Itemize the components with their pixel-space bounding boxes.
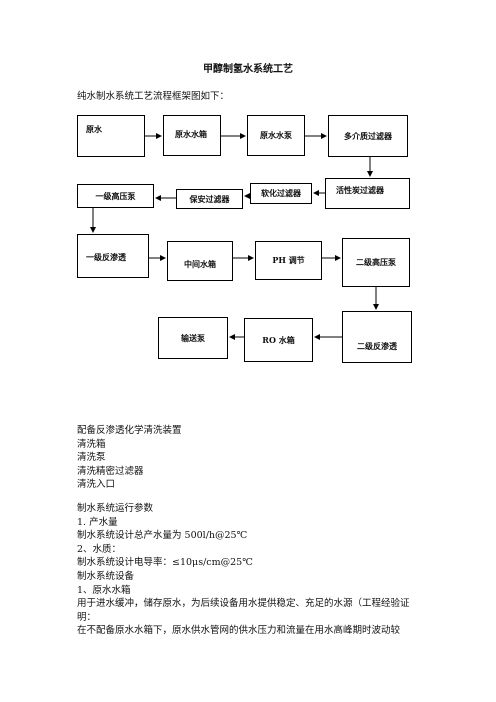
flow-label: PH 调节 [272,255,305,265]
flow-label: 活性炭过滤器 [336,185,384,195]
flow-box-carbon-filter: 活性炭过滤器 [325,178,410,209]
flow-box-multi-filter: 多介质过滤器 [328,115,408,157]
flow-box-ro-tank: RO 水箱 [244,318,313,362]
flow-box-raw-tank: 原水水箱 [163,115,221,156]
flow-box-hp-pump-1: 一级高压泵 [77,184,154,208]
params-line: 制水系统设计总产水量为 500l/h@25℃ [77,530,248,542]
document-title: 甲醇制氢水系统工艺 [203,64,293,75]
flow-label: 保安过滤器 [189,193,230,204]
flow-label: 二级高压泵 [356,257,396,267]
flow-label: 一级反渗透 [86,252,126,262]
params-line: 在不配备原水水箱下，原水供水管网的供水压力和流量在用水高峰期时波动较 [77,625,401,637]
flow-label: 原水水泵 [260,130,292,140]
flow-box-ro-1: 一级反渗透 [77,234,149,278]
flow-label: 软化过滤器 [261,188,301,198]
cleaning-item: 清洗箱 [77,438,106,450]
flow-box-raw-pump: 原水水泵 [247,115,305,156]
intro-text: 纯水制水系统工艺流程框架图如下： [77,91,230,102]
cleaning-item: 清洗泵 [77,452,106,464]
flow-box-transfer-pump: 输送泵 [158,317,228,359]
flow-box-softener: 软化过滤器 [250,183,312,204]
cleaning-item: 清洗精密过滤器 [77,465,144,477]
params-line: 1. 产水量 [77,516,118,528]
cleaning-section: 配备反渗透化学清洗装置 清洗箱 清洗泵 清洗精密过滤器 清洗入口 [77,424,417,492]
params-line: 制水系统设计电导率：≤10μs/cm@25℃ [77,557,253,569]
flow-label: RO 水箱 [262,334,295,345]
params-line: 2、水质： [77,543,122,555]
params-section: 制水系统运行参数 1. 产水量 制水系统设计总产水量为 500l/h@25℃ 2… [77,502,417,638]
flow-label: 二级反渗透 [357,341,397,351]
flow-label: 原水水箱 [175,129,207,139]
flow-label: 中间水箱 [184,259,216,269]
params-line: 用于进水缓冲，储存原水，为后续设备用水提供稳定、充足的水源（工程经验证明： [77,598,410,623]
flow-box-ro-2: 二级反渗透 [342,311,412,363]
flow-box-security-filter: 保安过滤器 [176,189,243,209]
flow-label: 一级高压泵 [95,190,136,201]
flow-box-hp-pump-2: 二级高压泵 [342,238,410,287]
cleaning-heading: 配备反渗透化学清洗装置 [77,425,182,436]
cleaning-item: 清洗入口 [77,479,116,491]
flow-box-mid-tank: 中间水箱 [167,241,233,281]
params-heading: 制水系统运行参数 [77,503,154,514]
flow-label: 原水 [86,124,102,134]
flow-box-raw-water: 原水 [77,115,145,157]
flow-box-ph-adjust: PH 调节 [255,241,322,280]
flow-label: 输送泵 [181,332,205,343]
params-line: 制水系统设备 [77,570,135,582]
flow-label: 多介质过滤器 [344,130,392,141]
params-line: 1、原水水箱 [77,584,131,596]
